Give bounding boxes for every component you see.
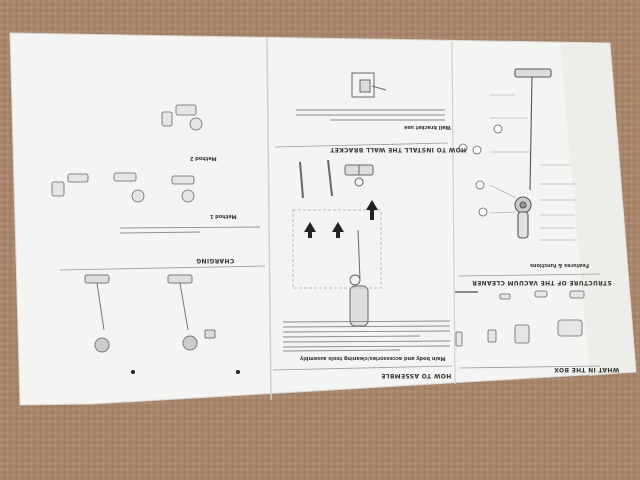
wall-bracket-heading: HOW TO INSTALL THE WALL BRACKET [330,146,467,153]
assembly-drawing [292,159,382,327]
structure-heading: STRUCTURE OF THE VACUUM CLEANER [472,279,612,286]
charging-heading: CHARGING [196,257,235,264]
features-heading: Features & functions [530,262,589,268]
charging-drawings [51,104,203,203]
hero-vacuum-drawing [514,68,552,239]
callout-lines [489,94,575,241]
box-contents-drawings [455,290,585,347]
assembly-subheading: Main body and accessories/cleaning tools… [300,355,446,361]
assembly-arrows [304,200,378,238]
method-2-label: Method 2 [190,155,217,161]
what-in-box-heading: WHAT IN THE BOX [554,366,620,373]
wall-bracket-subheading: Wall bracket use [404,124,451,130]
charging-vacuum-drawings [84,274,216,353]
text-lines-placeholder [119,109,451,352]
assemble-heading: HOW TO ASSEMBLE [381,372,452,379]
page-dots [131,370,240,374]
wall-bracket-drawing [351,72,387,98]
callout-icons [458,124,503,217]
method-1-label: Method 1 [210,213,237,219]
